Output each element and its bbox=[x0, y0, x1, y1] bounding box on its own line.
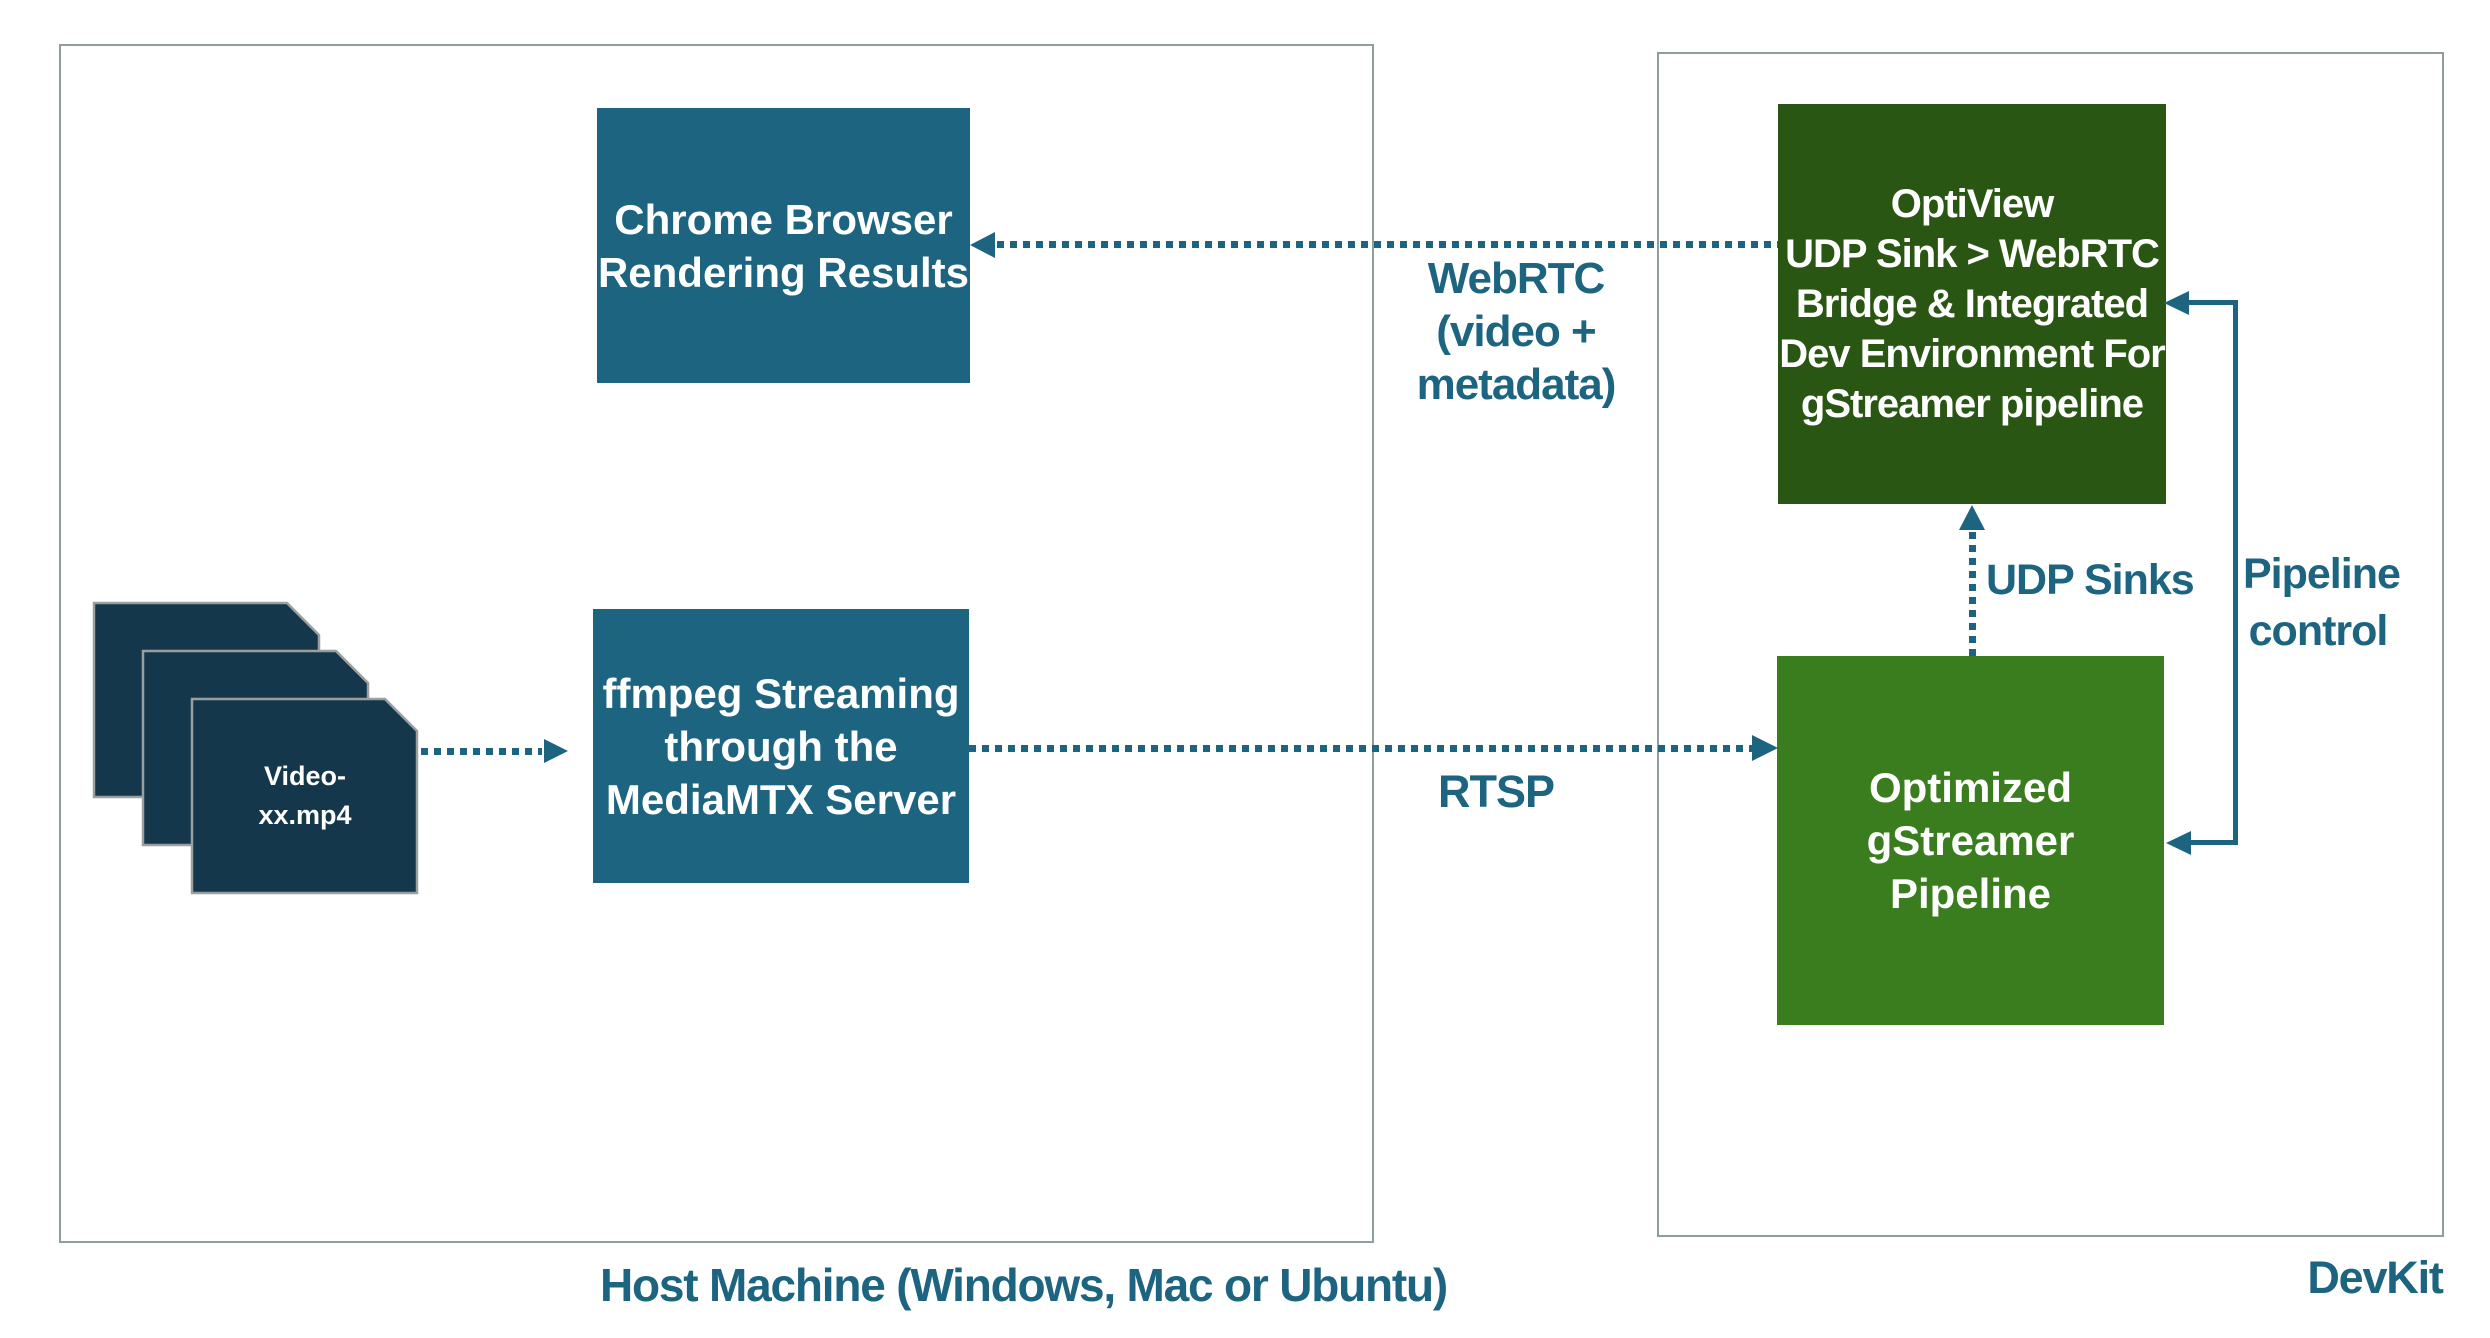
host-machine-container bbox=[59, 44, 1374, 1243]
webrtc-edge-label: WebRTC (video + metadata) bbox=[1416, 254, 1617, 409]
chrome-browser-node: Chrome Browser Rendering Results bbox=[597, 108, 970, 383]
pipeline-control-vertical-line bbox=[2233, 300, 2238, 845]
video-file-stack-icon bbox=[92, 601, 419, 895]
pipeline-control-bottom-line bbox=[2190, 840, 2238, 845]
pipeline-control-edge-label: Pipeline control bbox=[2243, 550, 2401, 655]
udp-sinks-dotted-line bbox=[1969, 532, 1976, 656]
video-file-name-label: Video- xx.mp4 bbox=[258, 761, 352, 830]
rtsp-arrowhead-icon bbox=[1752, 735, 1778, 761]
devkit-container bbox=[1657, 52, 2444, 1237]
webrtc-arrowhead-icon bbox=[970, 232, 995, 258]
rtsp-edge-label: RTSP bbox=[1437, 766, 1555, 817]
pipeline-control-bottom-arrowhead-icon bbox=[2166, 831, 2191, 855]
udp-sinks-arrowhead-icon bbox=[1959, 505, 1985, 530]
video-to-ffmpeg-dotted-line bbox=[421, 748, 542, 755]
webrtc-dotted-line bbox=[997, 241, 1778, 248]
rtsp-dotted-line bbox=[969, 745, 1752, 752]
devkit-label: DevKit bbox=[2307, 1252, 2444, 1303]
host-machine-label: Host Machine (Windows, Mac or Ubuntu) bbox=[600, 1259, 1448, 1311]
udp-sinks-edge-label: UDP Sinks bbox=[1986, 556, 2195, 604]
optiview-node: OptiView UDP Sink > WebRTC Bridge & Inte… bbox=[1778, 104, 2166, 504]
pipeline-control-top-arrowhead-icon bbox=[2164, 291, 2189, 315]
video-to-ffmpeg-arrowhead-icon bbox=[544, 739, 568, 763]
gstreamer-pipeline-node: Optimized gStreamer Pipeline bbox=[1777, 656, 2164, 1025]
ffmpeg-mediamtx-node: ffmpeg Streaming through the MediaMTX Se… bbox=[593, 609, 969, 883]
pipeline-control-top-line bbox=[2188, 300, 2238, 305]
